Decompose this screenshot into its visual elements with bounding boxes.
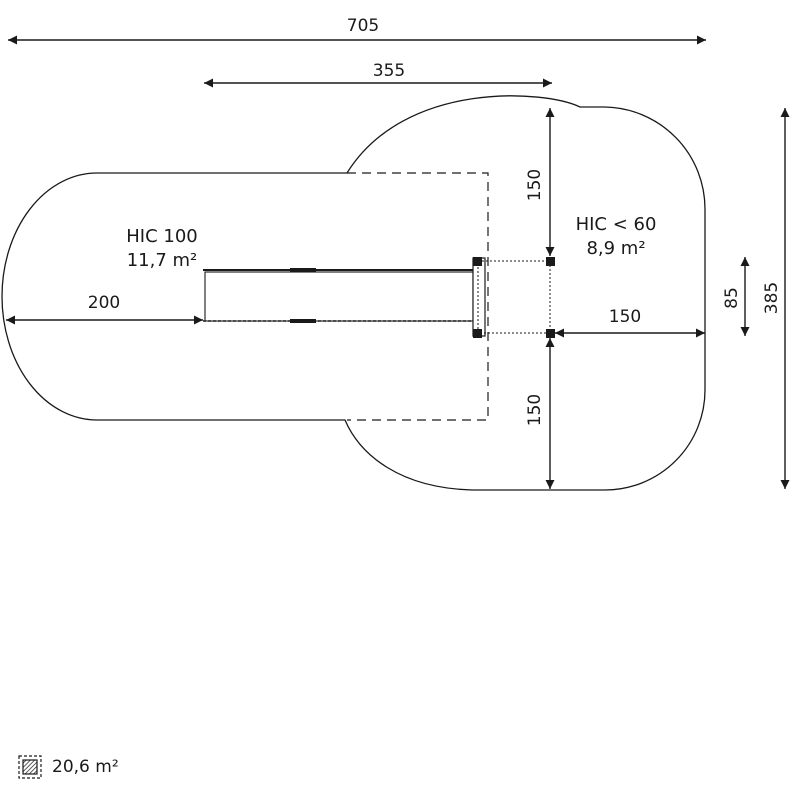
- slide-zone-hic-label: HIC 100: [126, 226, 198, 247]
- dim-label-lower-depth: 150: [525, 394, 545, 426]
- slide-start-section: [472, 257, 486, 337]
- safety-zone-outline: [1, 95, 706, 491]
- area-legend: 20,6 m²: [18, 753, 119, 781]
- dim-label-overall-length: 705: [347, 16, 379, 36]
- platform-post: [546, 329, 555, 338]
- platform-post: [473, 329, 482, 338]
- slide-zone-area-label: 11,7 m²: [127, 250, 198, 271]
- dim-label-platform-width: 85: [722, 287, 742, 309]
- slide-chute: [203, 268, 474, 323]
- total-area-label: 20,6 m²: [52, 757, 119, 777]
- platform-zone-hic-label: HIC < 60: [576, 214, 657, 235]
- dim-label-overall-width: 385: [762, 282, 782, 314]
- platform-post: [546, 257, 555, 266]
- dim-label-end-length: 200: [88, 293, 120, 313]
- hatched-square-icon: [18, 755, 42, 779]
- platform-zone-area-label: 8,9 m²: [586, 238, 645, 259]
- zone-divider-dashed: [347, 172, 489, 421]
- platform-post: [473, 257, 482, 266]
- dim-label-side-length: 150: [609, 307, 641, 327]
- dim-label-upper-depth: 150: [525, 169, 545, 201]
- platform: [473, 257, 555, 338]
- dim-label-central-zone-length: 355: [373, 61, 405, 81]
